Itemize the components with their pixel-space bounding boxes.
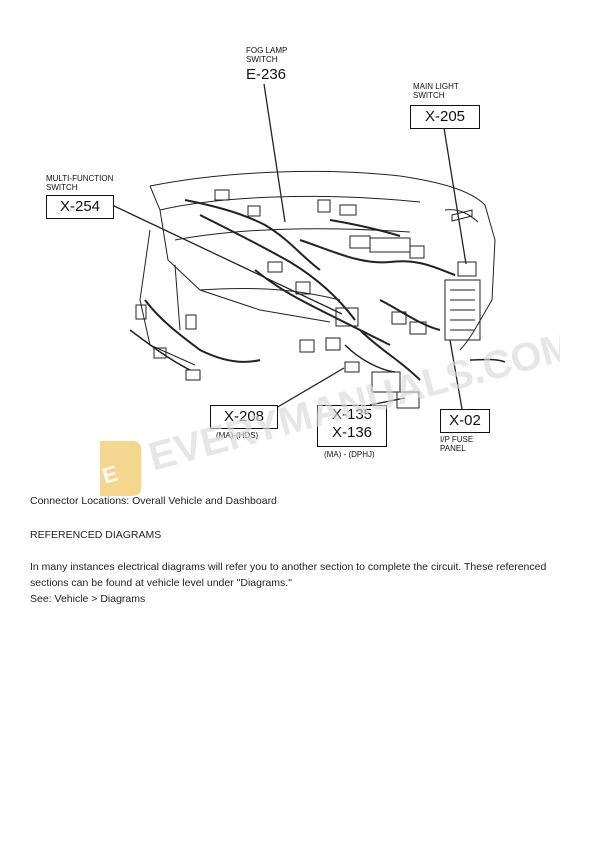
- see-vehicle-diagrams-link[interactable]: See: Vehicle > Diagrams: [30, 593, 146, 605]
- main-light-code-box: X-205: [410, 105, 480, 129]
- x02-title-line1: I/P FUSE: [440, 435, 474, 444]
- main-light-title-line1: MAIN LIGHT: [413, 82, 459, 91]
- x208-note: (MA)-(HDS): [216, 431, 259, 440]
- x02-label: I/P FUSE PANEL: [440, 435, 473, 453]
- x135-note: (MA) - (DPHJ): [324, 450, 375, 459]
- referenced-body: In many instances electrical diagrams wi…: [30, 559, 580, 607]
- referenced-heading: REFERENCED DIAGRAMS: [30, 529, 162, 541]
- fog-lamp-label: FOG LAMP SWITCH: [246, 46, 287, 64]
- multi-function-title-line1: MULTI-FUNCTION: [46, 174, 114, 183]
- main-light-label: MAIN LIGHT SWITCH: [413, 82, 459, 100]
- fog-lamp-title-line1: FOG LAMP: [246, 46, 288, 55]
- referenced-body-line1: In many instances electrical diagrams wi…: [30, 561, 547, 573]
- figure-caption: Connector Locations: Overall Vehicle and…: [30, 495, 277, 507]
- referenced-body-line2: sections can be found at vehicle level u…: [30, 577, 292, 589]
- x136-code: X-136: [331, 424, 373, 441]
- x135-x136-code-box: X-135 X-136: [317, 405, 387, 447]
- fog-lamp-title-line2: SWITCH: [246, 55, 278, 64]
- multi-function-title-line2: SWITCH: [46, 183, 78, 192]
- fog-lamp-code: E-236: [246, 66, 287, 83]
- multi-function-label: MULTI-FUNCTION SWITCH: [46, 174, 113, 192]
- wiring-drawing: [111, 83, 506, 410]
- main-light-title-line2: SWITCH: [413, 91, 445, 100]
- multi-function-code-box: X-254: [46, 195, 114, 219]
- x02-title-line2: PANEL: [440, 444, 466, 453]
- x135-code: X-135: [331, 406, 373, 423]
- x208-code-box: X-208: [210, 405, 278, 429]
- x02-code-box: X-02: [440, 409, 490, 433]
- dashboard-wiring-illustration: FOG LAMP SWITCH E-236 MAIN LIGHT SWITCH …: [46, 46, 506, 459]
